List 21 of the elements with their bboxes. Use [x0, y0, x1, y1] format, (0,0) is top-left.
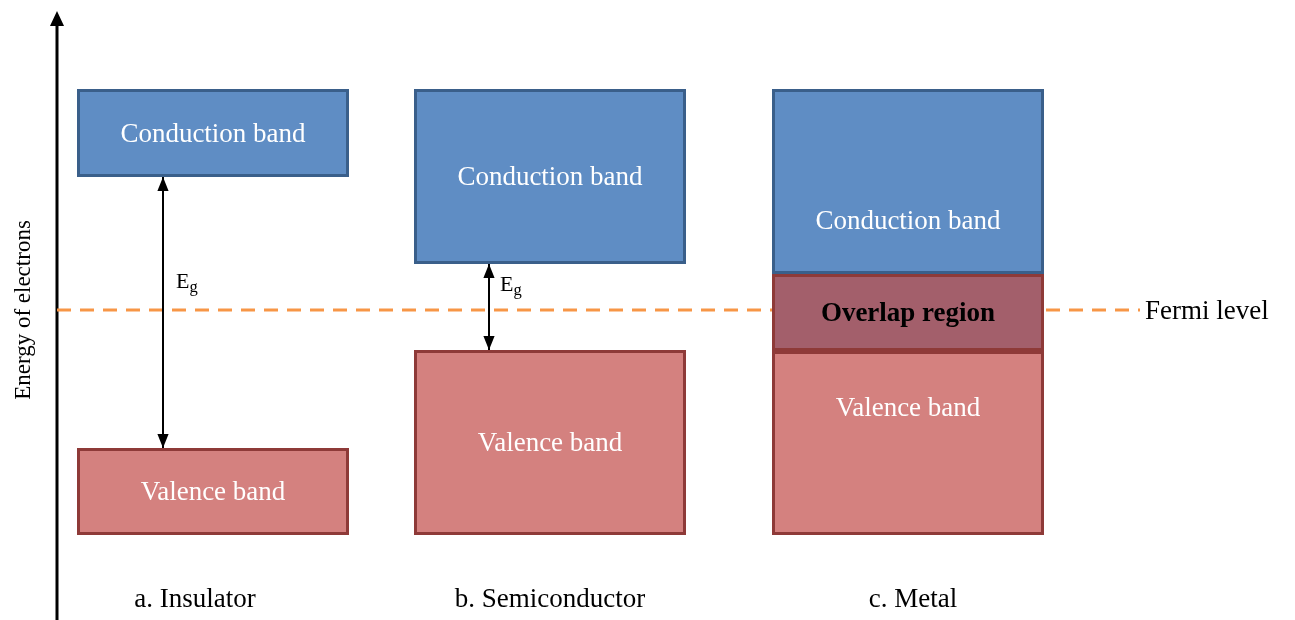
fermi-level-label: Fermi level: [1145, 296, 1269, 324]
panel-caption: a. Insulator: [134, 584, 256, 612]
double-arrow: [483, 263, 495, 351]
panel-caption: b. Semiconductor: [454, 584, 646, 612]
band-label: Conduction band: [457, 160, 643, 194]
band-label: Conduction band: [120, 116, 306, 150]
valence-band-box: [772, 351, 1044, 535]
panel-caption: c. Metal: [868, 584, 958, 612]
valence-band-box: [414, 350, 686, 535]
band-label: Valence band: [835, 390, 981, 424]
overlap-region-box: [772, 274, 1044, 351]
valence-band-box: [77, 448, 349, 535]
band-label: Valence band: [477, 426, 623, 460]
conduction-band-box: [414, 89, 686, 264]
axis-label: Energy of electrons: [10, 220, 34, 400]
conduction-band-box: [772, 89, 1044, 274]
band-label: Overlap region: [820, 296, 996, 330]
band-label: Valence band: [140, 475, 286, 509]
conduction-band-box: [77, 89, 349, 177]
band-label: Conduction band: [815, 204, 1001, 238]
double-arrow: [157, 176, 169, 449]
